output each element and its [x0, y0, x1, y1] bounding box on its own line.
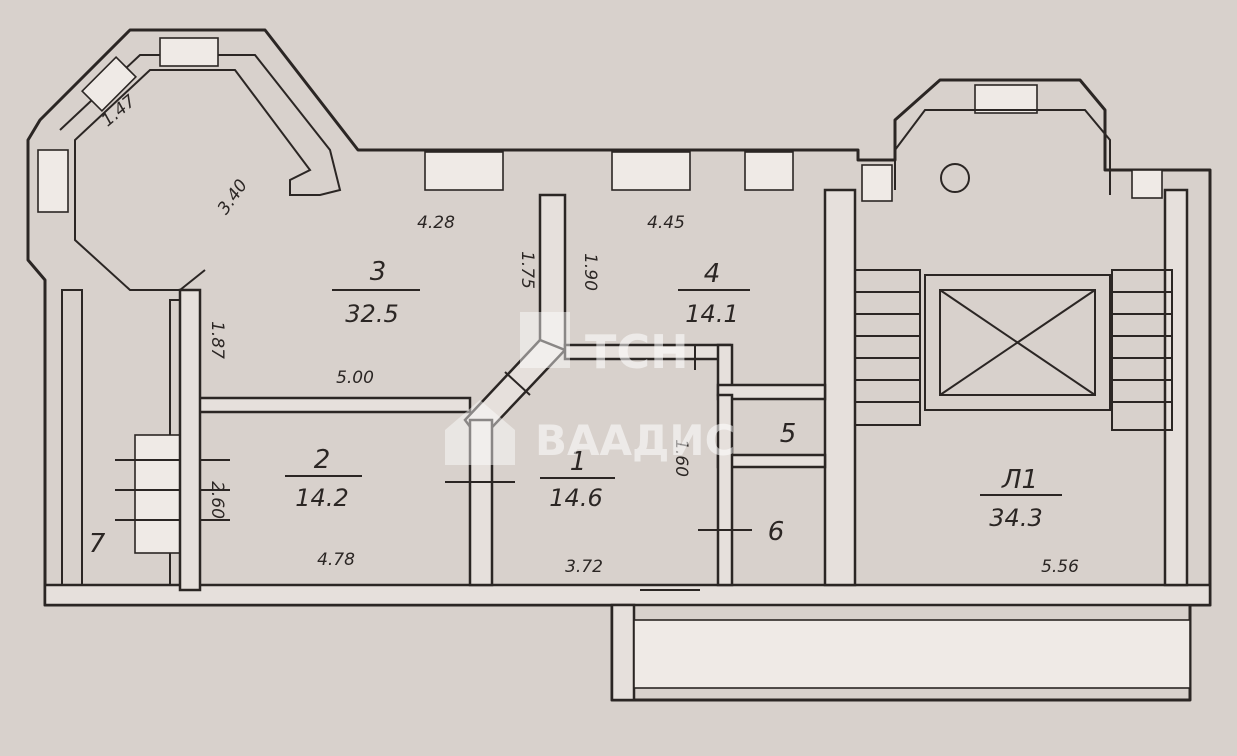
- room-6-number: 6: [768, 517, 785, 547]
- inner-wall-outline: [59, 54, 342, 291]
- door-mark: [504, 371, 531, 396]
- watermark-line1: ТСН: [585, 325, 689, 379]
- room-l1: Л1 34.3: [980, 465, 1062, 532]
- room-number: 1: [570, 447, 587, 477]
- room-4: 4 14.1: [678, 259, 750, 328]
- watermark-house-icon: [445, 400, 515, 465]
- partition-left: [178, 288, 202, 592]
- stairs-right: [1111, 269, 1173, 431]
- stair-left-wall: [823, 188, 857, 587]
- elevator-shaft: [924, 274, 1111, 411]
- dimension-label: 1.87: [207, 321, 227, 359]
- partition-5-top: [716, 383, 827, 401]
- room-area: 14.6: [549, 484, 602, 512]
- partition-3-2: [183, 396, 472, 414]
- room-number: 3: [370, 257, 387, 287]
- room-area: 32.5: [345, 300, 398, 328]
- stair-vent: [134, 434, 181, 554]
- dimension-label: 4.45: [647, 213, 685, 233]
- dimension-label: 1.75: [517, 251, 537, 289]
- room-3: 3 32.5: [332, 257, 420, 328]
- dimension-label: 5.56: [1041, 557, 1079, 577]
- room-area: 14.1: [685, 300, 738, 328]
- outer-wall: [26, 28, 1212, 702]
- window: [1131, 169, 1163, 199]
- balcony: [633, 619, 1191, 689]
- dimension-label: 5.00: [336, 368, 374, 388]
- window: [611, 151, 691, 191]
- window: [861, 164, 893, 202]
- balcony-left-wall: [610, 603, 636, 702]
- watermark-logo-icon: [520, 312, 570, 368]
- watermark: ТСН ВААДИС: [445, 312, 735, 465]
- left-wall: [61, 289, 83, 591]
- window: [744, 151, 794, 191]
- watermark-line2: ВААДИС: [535, 416, 735, 465]
- room-number: 4: [704, 259, 721, 289]
- window: [974, 84, 1038, 114]
- dimension-label: 3.40: [214, 176, 252, 218]
- partition-2-1: [468, 418, 494, 587]
- stair-right-wall: [1163, 188, 1189, 587]
- room-1: 1 14.6: [540, 447, 615, 512]
- window: [37, 149, 69, 213]
- room-area: 34.3: [989, 504, 1042, 532]
- chimney-circle: [940, 163, 970, 193]
- room-2: 2 14.2: [285, 445, 362, 512]
- bottom-wall: [43, 583, 1212, 607]
- dimension-label: 1.90: [580, 253, 600, 291]
- stairs-left: [854, 269, 921, 426]
- window: [424, 151, 504, 191]
- dimension-label: 4.28: [417, 213, 455, 233]
- partition-1-6: [716, 393, 734, 587]
- dimension-label: 4.78: [317, 550, 355, 570]
- room-number: 2: [314, 445, 331, 475]
- room-area: 14.2: [295, 484, 348, 512]
- dimension-label: 1.60: [671, 439, 691, 477]
- partition-3-4: [538, 193, 567, 352]
- window: [80, 55, 138, 113]
- dimension-label: 3.72: [565, 557, 603, 577]
- bay-inner: [894, 109, 1111, 195]
- room-5-number: 5: [780, 419, 797, 449]
- dimension-label: 2.60: [207, 481, 227, 519]
- room-number: Л1: [1001, 465, 1038, 495]
- room-7-number: 7: [89, 529, 106, 559]
- window: [159, 37, 219, 67]
